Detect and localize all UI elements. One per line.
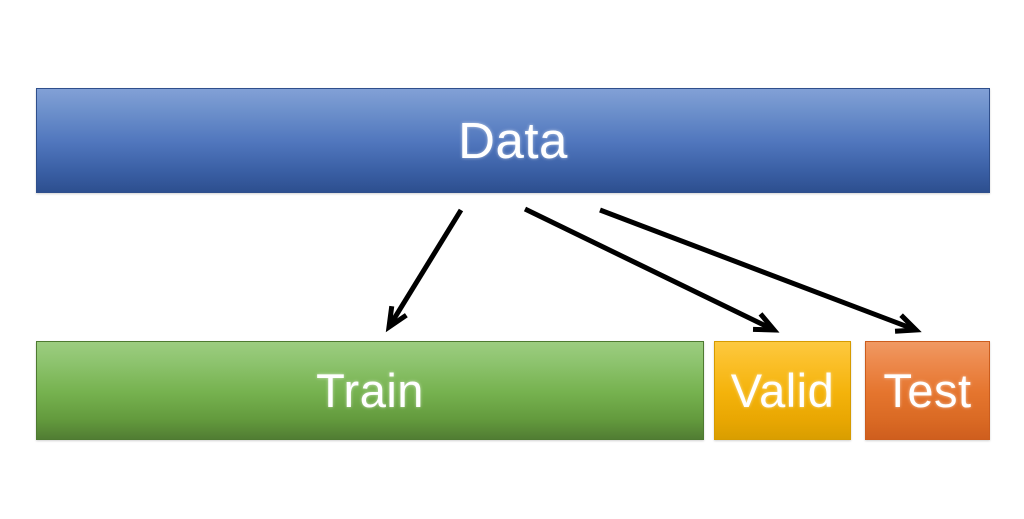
- node-test-label: Test: [883, 364, 972, 417]
- arrow-data-to-valid-head-icon: [752, 312, 780, 333]
- node-data-label: Data: [458, 112, 568, 169]
- node-valid[interactable]: Valid: [714, 341, 851, 440]
- arrow-group: [385, 206, 922, 334]
- node-test[interactable]: Test: [865, 341, 990, 440]
- arrow-data-to-test: [599, 207, 915, 332]
- arrow-data-to-test-head-icon: [894, 313, 922, 334]
- arrow-data-to-train: [388, 208, 464, 326]
- node-train[interactable]: Train: [36, 341, 704, 440]
- node-train-label: Train: [316, 364, 424, 417]
- arrow-data-to-train-head-icon: [385, 305, 408, 333]
- node-valid-label: Valid: [730, 364, 835, 417]
- node-data[interactable]: Data: [36, 88, 990, 193]
- arrow-data-to-valid: [523, 206, 773, 331]
